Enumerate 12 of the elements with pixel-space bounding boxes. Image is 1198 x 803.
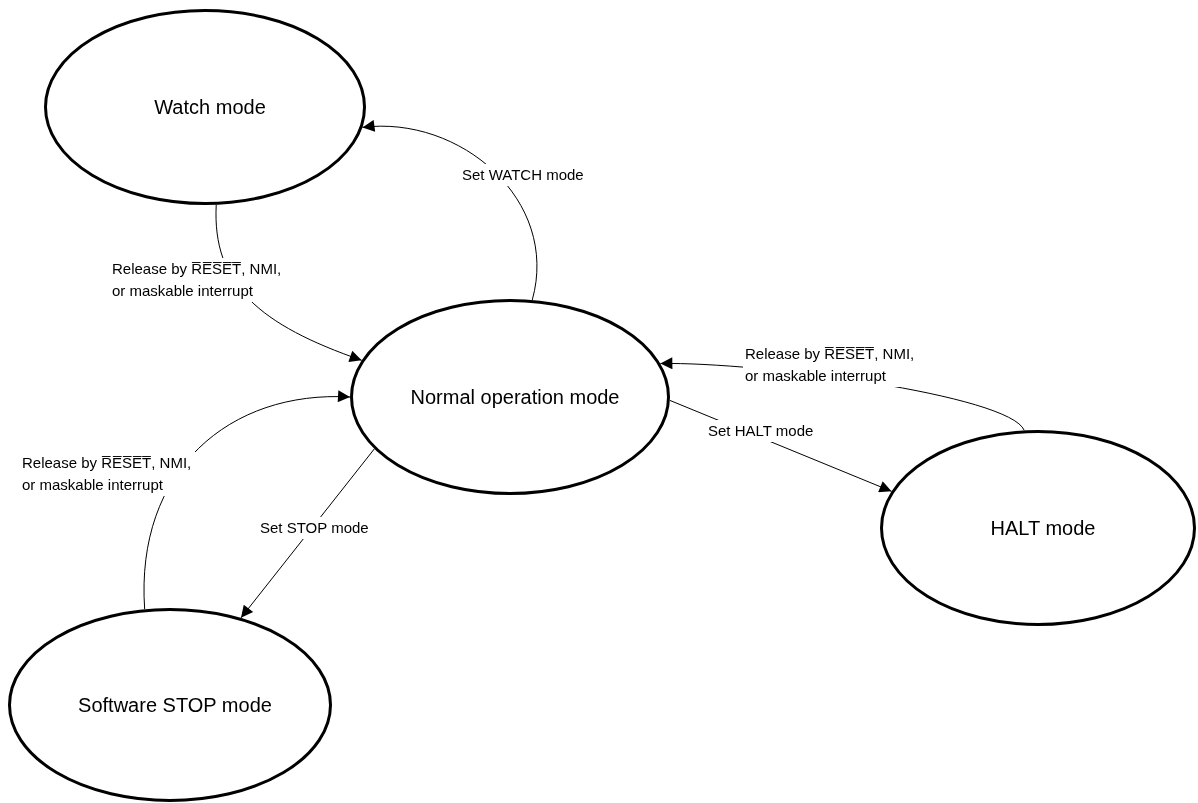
state-ellipse (8, 608, 332, 802)
edge-label: Set STOP mode (258, 517, 371, 539)
state-label: Normal operation mode (410, 385, 620, 410)
transition-arrow (362, 120, 538, 301)
edge-label: Set WATCH mode (460, 164, 586, 186)
state-ellipse (350, 299, 670, 495)
state-ellipse (44, 9, 366, 205)
state-label: HALT mode (990, 516, 1096, 541)
state-label: Watch mode (154, 95, 266, 120)
edge-label: Set HALT mode (706, 420, 816, 442)
state-label: Software STOP mode (78, 693, 272, 718)
state-ellipse (880, 430, 1196, 626)
